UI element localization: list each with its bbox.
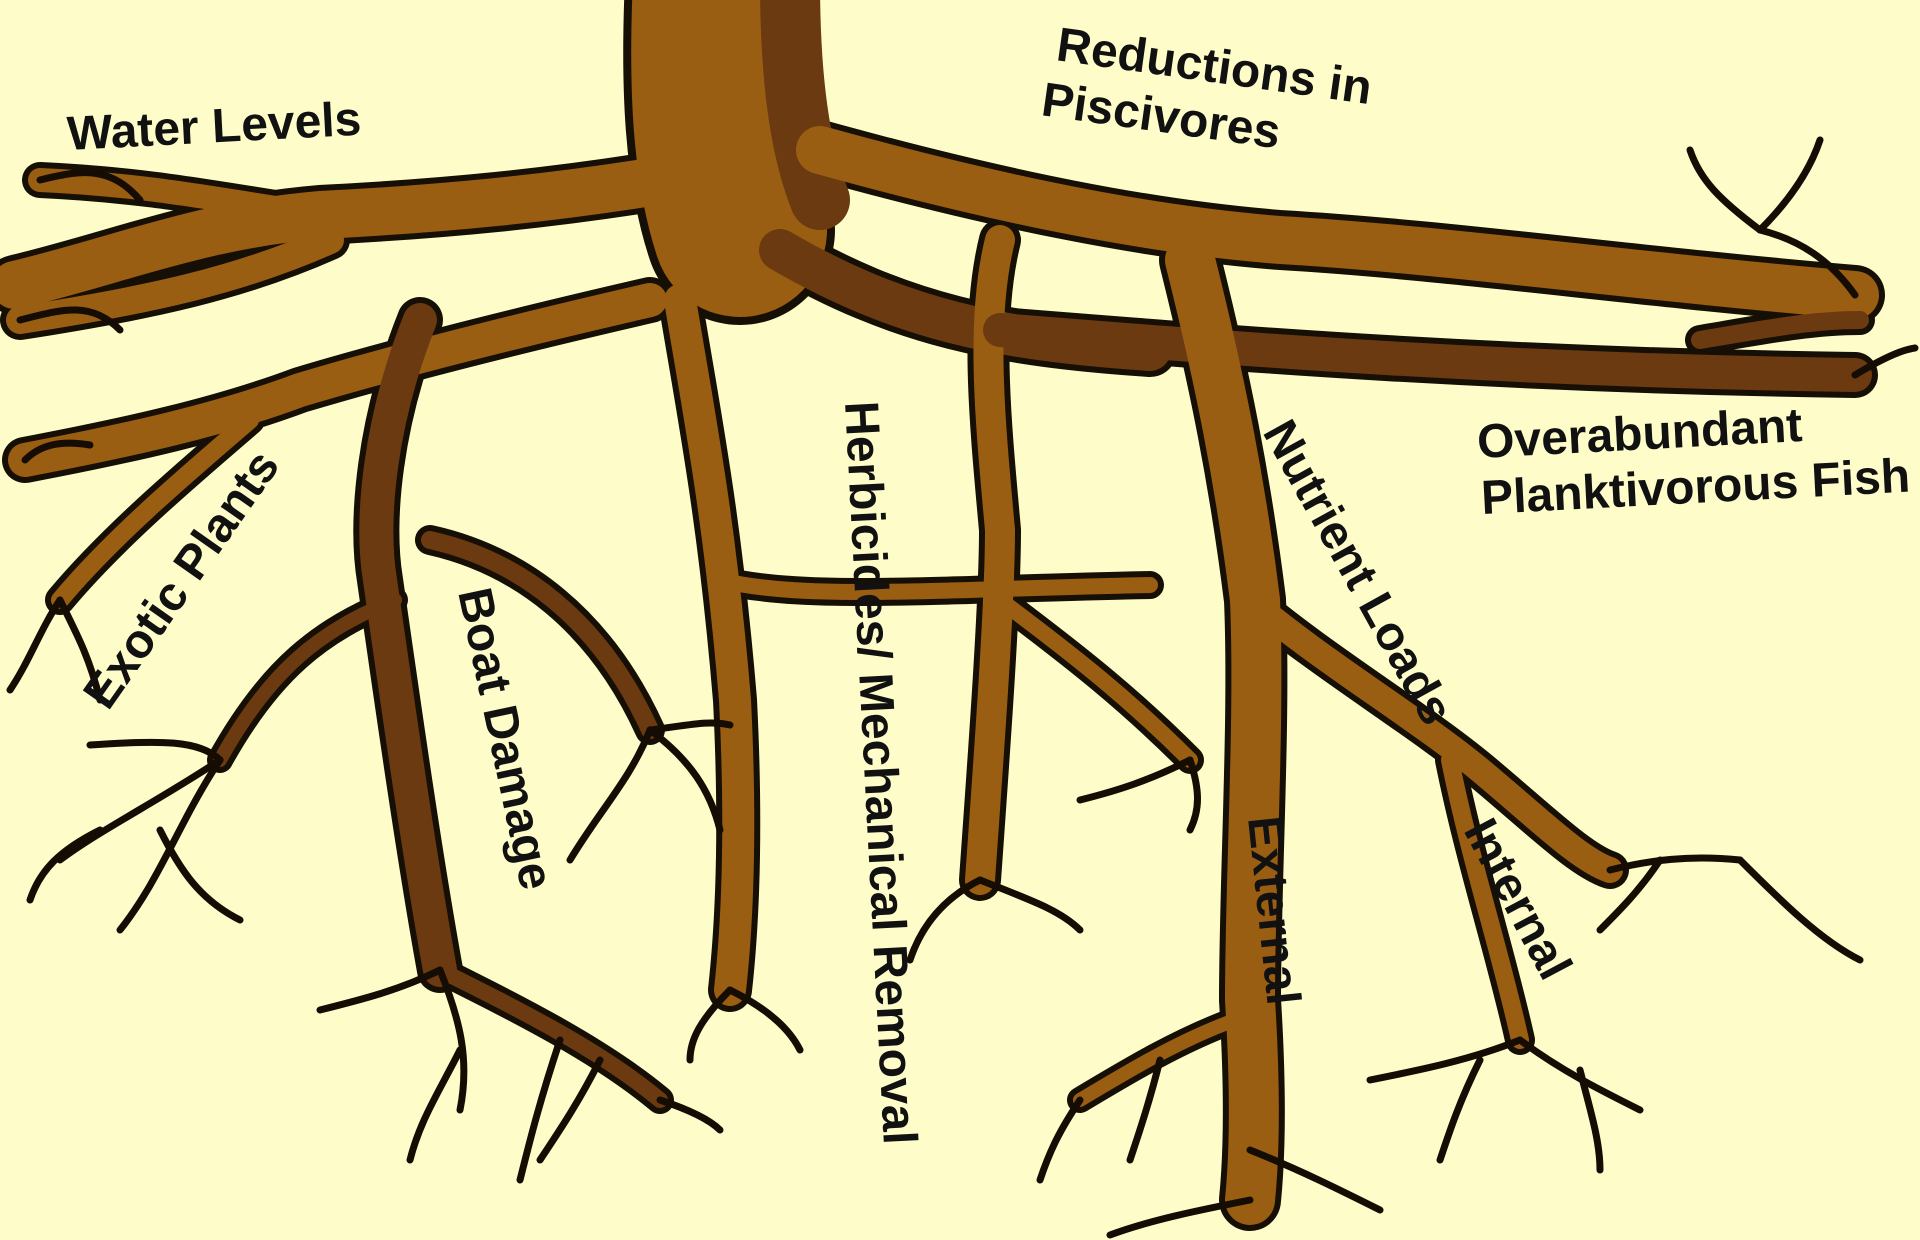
label-boat-damage: Boat Damage: [447, 583, 563, 894]
label-herbicides: Herbicides/ Mechanical Removal: [834, 400, 926, 1146]
label-water-levels: Water Levels: [66, 93, 363, 161]
